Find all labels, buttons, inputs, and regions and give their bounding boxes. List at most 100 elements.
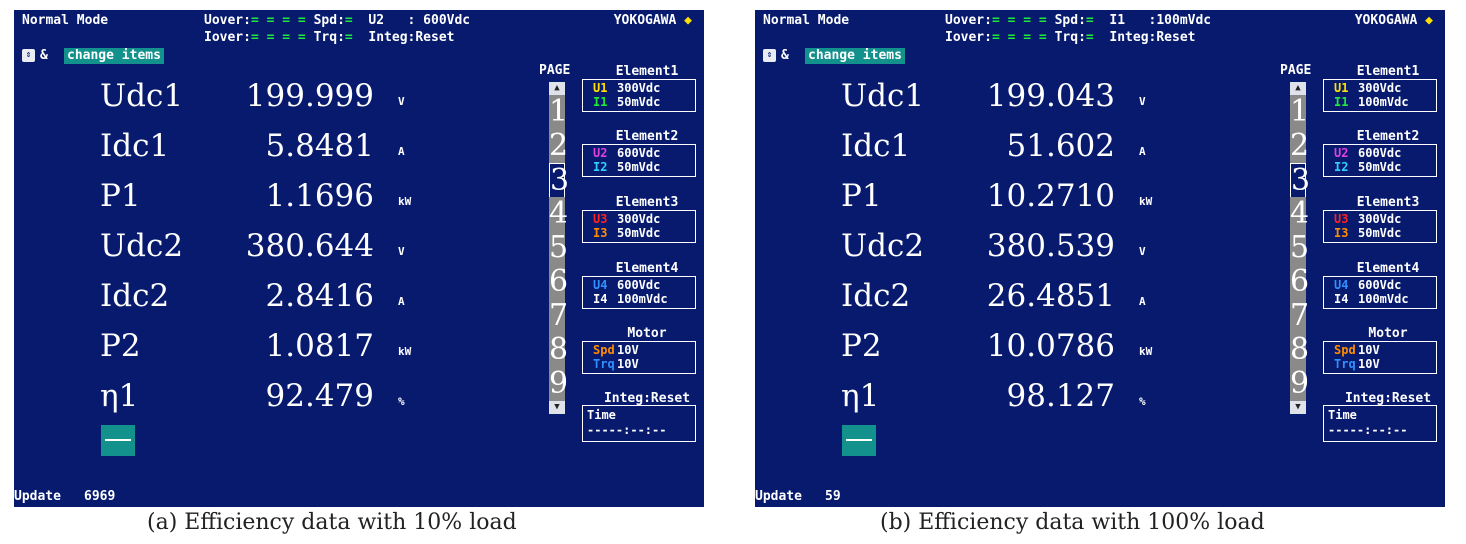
channel-label: U3 bbox=[1334, 212, 1349, 226]
page-1-button[interactable]: 1 bbox=[1290, 94, 1310, 129]
channel-label: U2 bbox=[593, 146, 608, 160]
measurement-value: 199.999 bbox=[245, 78, 374, 114]
page-8-button[interactable]: 8 bbox=[549, 332, 569, 367]
measurement-label: P1 bbox=[100, 178, 141, 214]
element-title: Element3 bbox=[1356, 195, 1420, 210]
uover-label: Uover: bbox=[945, 13, 992, 28]
integ-status: Integ:Reset bbox=[1093, 30, 1196, 45]
page-2-button[interactable]: 2 bbox=[1290, 128, 1310, 163]
measurement-unit: V bbox=[1139, 245, 1146, 258]
range-value: 50mVdc bbox=[617, 160, 661, 174]
element-title: Element4 bbox=[615, 261, 679, 276]
trq-label: Trq: bbox=[305, 30, 345, 45]
up-down-arrows-icon[interactable]: ⇕ bbox=[22, 49, 35, 62]
measurement-label: Udc1 bbox=[841, 78, 925, 114]
element-title: Motor bbox=[627, 326, 667, 341]
update-label: Update bbox=[755, 489, 802, 504]
page-8-button[interactable]: 8 bbox=[1290, 332, 1310, 367]
page-up-arrow-icon[interactable]: ▲ bbox=[1290, 82, 1306, 95]
measurement-value: 51.602 bbox=[1006, 128, 1115, 164]
page-3-button[interactable]: 3 bbox=[549, 163, 570, 199]
range-value: 300Vdc bbox=[1358, 81, 1402, 95]
measurement-label: Idc1 bbox=[841, 128, 911, 164]
page-6-button[interactable]: 6 bbox=[549, 264, 569, 299]
element-title: Element1 bbox=[1356, 64, 1420, 79]
range-value: 50mVdc bbox=[617, 226, 661, 240]
page-7-button[interactable]: 7 bbox=[549, 298, 569, 333]
dash-icon bbox=[846, 439, 872, 441]
page-5-button[interactable]: 5 bbox=[1290, 230, 1310, 265]
up-down-arrows-icon[interactable]: ⇕ bbox=[763, 49, 776, 62]
channel-label: I1 bbox=[593, 95, 608, 109]
softkey-button[interactable] bbox=[101, 425, 135, 456]
channel-label: I2 bbox=[1334, 160, 1349, 174]
element-title: Element2 bbox=[1356, 129, 1420, 144]
range-value: 10V bbox=[1358, 357, 1380, 371]
iover-label: Iover: bbox=[945, 30, 992, 45]
page-1-button[interactable]: 1 bbox=[549, 94, 569, 129]
page-6-button[interactable]: 6 bbox=[1290, 264, 1310, 299]
mode-label: Normal Mode bbox=[763, 13, 850, 28]
header-status-line-1: Uover:= = = = Spd:= U2 : 600Vdc bbox=[204, 14, 470, 28]
measurement-label: P2 bbox=[100, 328, 141, 364]
change-items-button[interactable]: change items bbox=[64, 48, 164, 64]
page-7-button[interactable]: 7 bbox=[1290, 298, 1310, 333]
page-9-button[interactable]: 9 bbox=[549, 366, 569, 401]
range-readout: U2 : 600Vdc bbox=[352, 13, 471, 28]
channel-label: U1 bbox=[593, 81, 608, 95]
channel-label: U3 bbox=[593, 212, 608, 226]
softkey-button[interactable] bbox=[842, 425, 876, 456]
page-9-button[interactable]: 9 bbox=[1290, 366, 1310, 401]
spd-label: Spd: bbox=[305, 13, 345, 28]
diamond-icon: ◆ bbox=[684, 13, 692, 28]
range-value: 300Vdc bbox=[1358, 212, 1402, 226]
measurement-label: η1 bbox=[841, 378, 880, 414]
brand-name: YOKOGAWA bbox=[1354, 13, 1418, 28]
page-down-arrow-icon[interactable]: ▼ bbox=[549, 401, 565, 414]
change-items-button[interactable]: change items bbox=[805, 48, 905, 64]
measurement-value: 92.479 bbox=[265, 378, 374, 414]
trq-indicator: = bbox=[344, 30, 353, 45]
spd-indicator: = bbox=[1085, 13, 1094, 28]
page-4-button[interactable]: 4 bbox=[549, 196, 569, 231]
change-amp: & bbox=[40, 48, 48, 63]
channel-label: U4 bbox=[1334, 278, 1349, 292]
range-line-voltage: U3 300Vdc bbox=[593, 212, 660, 226]
measurement-unit: A bbox=[398, 145, 405, 158]
range-value: 100mVdc bbox=[1358, 95, 1409, 109]
trq-label: Trq: bbox=[1046, 30, 1086, 45]
page-down-arrow-icon[interactable]: ▼ bbox=[1290, 401, 1306, 414]
range-value: 300Vdc bbox=[617, 212, 661, 226]
page-4-button[interactable]: 4 bbox=[1290, 196, 1310, 231]
power-analyzer-screen-b: Normal Mode Uover:= = = = Spd:= I1 :100m… bbox=[755, 10, 1445, 507]
spd-label: Spd: bbox=[1046, 13, 1086, 28]
caption-a: (a) Efficiency data with 10% load bbox=[147, 510, 517, 535]
brand-logo: YOKOGAWA ◆ bbox=[1355, 14, 1433, 28]
page-3-button[interactable]: 3 bbox=[1290, 163, 1311, 199]
range-value: 50mVdc bbox=[1358, 226, 1402, 240]
page-2-button[interactable]: 2 bbox=[549, 128, 569, 163]
page-up-arrow-icon[interactable]: ▲ bbox=[549, 82, 565, 95]
range-value: 100mVdc bbox=[1358, 292, 1409, 306]
page-5-button[interactable]: 5 bbox=[549, 230, 569, 265]
